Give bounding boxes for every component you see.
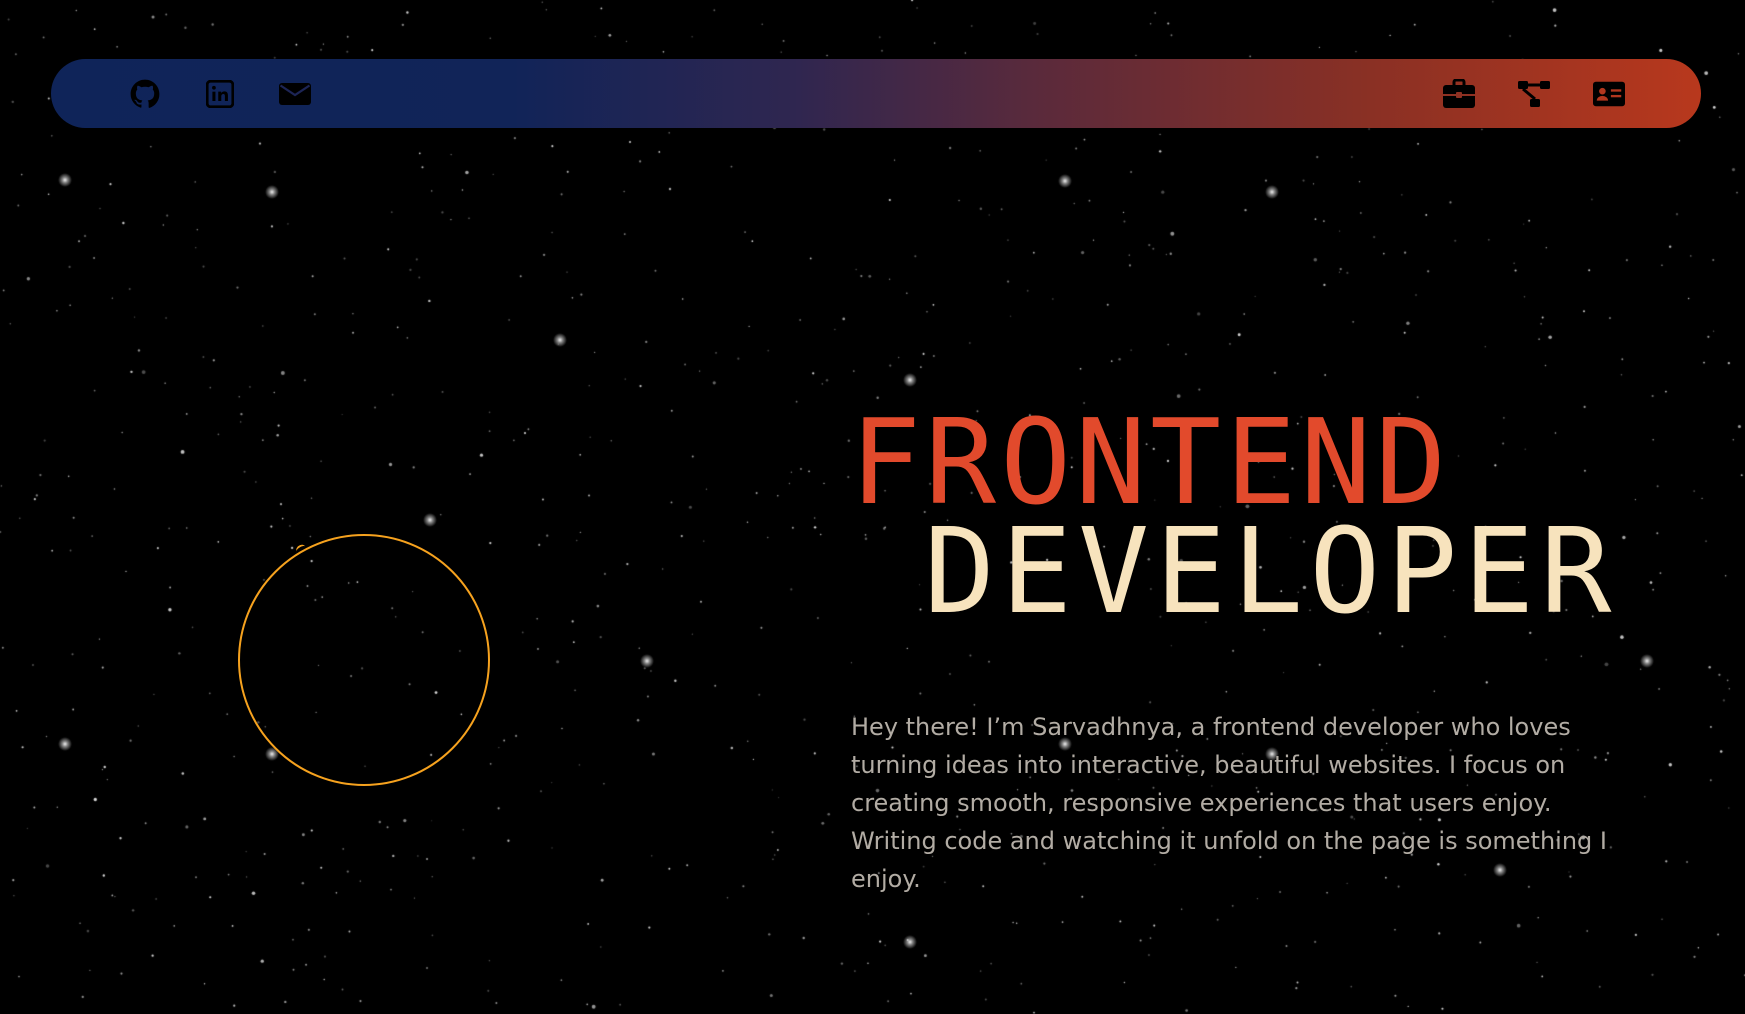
briefcase-icon[interactable] — [1443, 78, 1475, 110]
linkedin-icon[interactable] — [204, 78, 236, 110]
hero-intro-text: Hey there! I’m Sarvadhnya, a frontend de… — [851, 713, 1607, 893]
hero-title-frontend: FRONTEND — [850, 393, 1451, 531]
contact-card-icon[interactable] — [1593, 78, 1625, 110]
sitemap-icon[interactable] — [1518, 78, 1550, 110]
github-icon[interactable] — [129, 78, 161, 110]
orbit-circle — [238, 534, 490, 786]
mail-icon[interactable] — [279, 78, 311, 110]
social-links — [129, 59, 354, 128]
top-navbar — [51, 59, 1701, 128]
hero-title-developer: DEVELOPER — [924, 502, 1618, 640]
page-links — [1400, 59, 1625, 128]
